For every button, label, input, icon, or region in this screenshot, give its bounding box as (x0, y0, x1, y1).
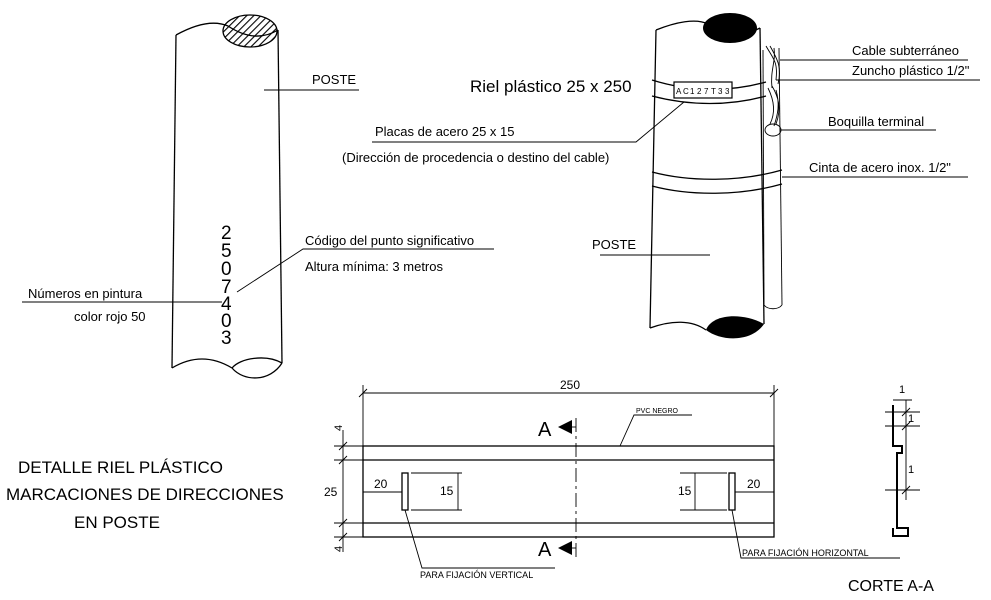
code-digit: 0 (221, 259, 232, 280)
section-dim-side: 1 (908, 464, 914, 476)
detail-title-line-3: EN POSTE (74, 513, 160, 532)
plate-letter: 3 (718, 87, 723, 96)
material-label: PVC NEGRO (636, 408, 679, 415)
code-digit: 3 (221, 328, 232, 349)
dim-edge-top: 4 (333, 425, 345, 431)
strap-label: Zuncho plástico 1/2" (852, 63, 970, 78)
dim-right-offset: 20 (747, 477, 761, 491)
section-mark-top: A (538, 419, 552, 441)
plate-letter: C (683, 87, 689, 96)
dim-height: 25 (324, 485, 338, 499)
plates-label: Placas de acero 25 x 15 (375, 124, 514, 139)
detail-title-line-1: DETALLE RIEL PLÁSTICO (18, 458, 223, 477)
left-pole-body (171, 14, 283, 379)
dim-slot-left: 15 (440, 484, 454, 498)
terminal-label: Boquilla terminal (828, 114, 924, 129)
section-mark-bottom: A (538, 539, 552, 561)
band-label: Cinta de acero inox. 1/2" (809, 160, 951, 175)
plate-letter: T (711, 87, 716, 96)
left-pole-view: POSTE 2 5 0 7 4 0 3 Código del punto sig… (22, 14, 494, 379)
paint-label-2: color rojo 50 (74, 309, 146, 324)
rail-body (362, 445, 775, 538)
code-digit: 0 (221, 311, 232, 332)
plate-letter: 7 (704, 87, 709, 96)
pole-code-digits: 2 5 0 7 4 0 3 (221, 223, 232, 349)
section-dim-top: 1 (899, 384, 905, 396)
right-pole-body (649, 13, 765, 339)
dimension-vertical: 4 25 4 (324, 425, 363, 552)
cable-label: Cable subterráneo (852, 43, 959, 58)
dim-left-offset: 20 (374, 477, 388, 491)
vertical-fix-label: PARA FIJACIÓN VERTICAL (420, 570, 533, 580)
rail-title: Riel plástico 25 x 250 (470, 77, 632, 96)
left-pole-label: POSTE (312, 72, 356, 87)
plate-letter: 1 (690, 87, 695, 96)
right-pole-view: A C 1 2 7 T 3 3 Riel plástico 25 x 250 P… (342, 13, 980, 339)
horizontal-fix-label: PARA FIJACIÓN HORIZONTAL (742, 548, 869, 558)
plastic-rail-strap: A C 1 2 7 T 3 3 (651, 79, 767, 105)
right-pole-label: POSTE (592, 237, 636, 252)
plates-note: (Dirección de procedencia o destino del … (342, 150, 609, 165)
code-digit: 4 (221, 294, 232, 315)
section-cut-line: A A (538, 418, 577, 561)
rail-detail: DETALLE RIEL PLÁSTICO MARCACIONES DE DIR… (6, 378, 900, 580)
paint-label-1: Números en pintura (28, 286, 143, 301)
dimension-250: 250 (358, 378, 779, 446)
code-digit: 2 (221, 223, 232, 244)
section-dim-mid: 1 (908, 413, 914, 425)
height-note: Altura mínima: 3 metros (305, 259, 443, 274)
code-digit: 7 (221, 277, 232, 298)
detail-title-line-2: MARCACIONES DE DIRECCIONES (6, 485, 284, 504)
slot-dimensions: 20 15 20 15 (363, 472, 774, 511)
section-title: CORTE A-A (848, 578, 934, 595)
section-a-a: 1 1 1 CORTE A-A (848, 384, 934, 595)
steel-band (651, 169, 783, 194)
plate-letter: 3 (725, 87, 730, 96)
dim-slot-right: 15 (678, 484, 692, 498)
code-digit: 5 (221, 241, 232, 262)
cable-bundle (762, 45, 783, 310)
code-label: Código del punto significativo (305, 233, 474, 248)
dim-edge-bottom: 4 (333, 546, 345, 552)
dim-length: 250 (560, 378, 580, 392)
plate-letter: A (676, 87, 682, 96)
plate-letter: 2 (697, 87, 702, 96)
